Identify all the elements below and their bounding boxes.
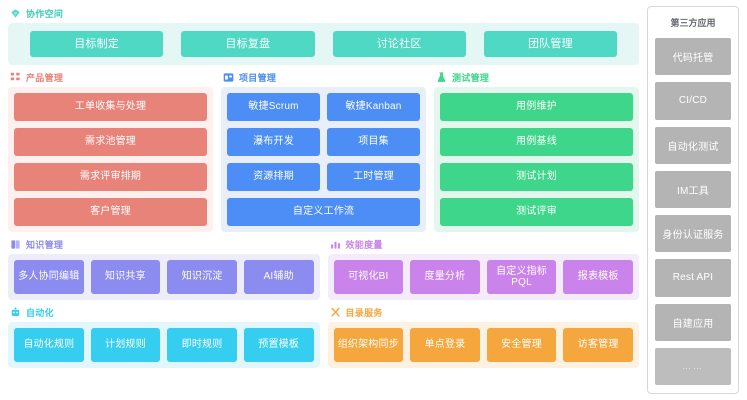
section-collaboration: 协作空间 目标制定 目标复盘 讨论社区 团队管理 bbox=[8, 6, 639, 65]
tile-collaboration-0[interactable]: 目标制定 bbox=[30, 31, 164, 57]
section-title-directory: 目录服务 bbox=[345, 307, 383, 318]
sidebar-third-party-apps: 第三方应用 代码托管 CI/CD 自动化测试 IM工具 身份认证服务 Rest … bbox=[647, 6, 739, 394]
section-header-test: 测试管理 bbox=[434, 70, 639, 84]
tile-knowledge-2[interactable]: 知识沉淀 bbox=[167, 260, 237, 294]
tile-knowledge-0[interactable]: 多人协同编辑 bbox=[14, 260, 84, 294]
tile-metrics-3[interactable]: 报表模板 bbox=[563, 260, 633, 294]
section-automation: 自动化 自动化规则 计划规则 即时规则 预置模板 bbox=[8, 305, 320, 368]
panel-metrics: 可视化BI 度量分析 自定义指标PQL 报表模板 bbox=[327, 254, 639, 300]
section-title-knowledge: 知识管理 bbox=[26, 239, 64, 250]
sidebar-item-rest-api[interactable]: Rest API bbox=[655, 259, 731, 297]
section-metrics: 效能度量 可视化BI 度量分析 自定义指标PQL 报表模板 bbox=[327, 237, 640, 300]
section-test: 测试管理 用例维护 用例基线 测试计划 测试评审 bbox=[434, 70, 639, 232]
section-title-collaboration: 协作空间 bbox=[26, 8, 64, 19]
tile-collaboration-3[interactable]: 团队管理 bbox=[483, 31, 617, 57]
flask-icon bbox=[436, 71, 447, 83]
knowledge-row: 多人协同编辑 知识共享 知识沉淀 AI辅助 bbox=[14, 260, 314, 294]
directory-row: 组织架构同步 单点登录 安全管理 访客管理 bbox=[333, 328, 633, 362]
section-title-product: 产品管理 bbox=[26, 72, 64, 83]
tile-test-1[interactable]: 用例基线 bbox=[440, 128, 633, 156]
section-title-automation: 自动化 bbox=[26, 307, 54, 318]
diamond-icon bbox=[10, 8, 21, 19]
bottom-row-2: 自动化 自动化规则 计划规则 即时规则 预置模板 bbox=[8, 305, 639, 368]
mid-row: 产品管理 工单收集与处理 需求池管理 需求评审排期 客户管理 bbox=[8, 70, 639, 232]
sidebar-item-custom-apps[interactable]: 自建应用 bbox=[655, 303, 731, 341]
panel-knowledge: 多人协同编辑 知识共享 知识沉淀 AI辅助 bbox=[8, 254, 320, 300]
section-knowledge: 知识管理 多人协同编辑 知识共享 知识沉淀 AI辅助 bbox=[8, 237, 320, 300]
panel-automation: 自动化规则 计划规则 即时规则 预置模板 bbox=[8, 322, 320, 368]
tile-project-3[interactable]: 项目集 bbox=[327, 128, 420, 156]
tile-project-0[interactable]: 敏捷Scrum bbox=[227, 93, 320, 121]
section-title-project: 项目管理 bbox=[239, 72, 277, 83]
section-header-automation: 自动化 bbox=[8, 305, 320, 319]
tile-directory-1[interactable]: 单点登录 bbox=[410, 328, 480, 362]
tile-collaboration-2[interactable]: 讨论社区 bbox=[332, 31, 466, 57]
tile-project-1[interactable]: 敏捷Kanban bbox=[327, 93, 420, 121]
panel-directory: 组织架构同步 单点登录 安全管理 访客管理 bbox=[327, 322, 639, 368]
tile-product-0[interactable]: 工单收集与处理 bbox=[14, 93, 207, 121]
tile-directory-2[interactable]: 安全管理 bbox=[486, 328, 557, 362]
section-product: 产品管理 工单收集与处理 需求池管理 需求评审排期 客户管理 bbox=[8, 70, 213, 232]
sidebar-item-im-tools[interactable]: IM工具 bbox=[655, 170, 731, 208]
tile-directory-0[interactable]: 组织架构同步 bbox=[333, 328, 404, 362]
panel-product: 工单收集与处理 需求池管理 需求评审排期 客户管理 bbox=[8, 87, 213, 232]
section-header-knowledge: 知识管理 bbox=[8, 237, 320, 251]
sidebar-item-more[interactable]: …… bbox=[655, 347, 731, 385]
tile-collaboration-1[interactable]: 目标复盘 bbox=[181, 31, 315, 57]
tile-project-4[interactable]: 资源排期 bbox=[227, 163, 320, 191]
tile-product-2[interactable]: 需求评审排期 bbox=[14, 163, 207, 191]
bottom-row-1: 知识管理 多人协同编辑 知识共享 知识沉淀 AI辅助 bbox=[8, 237, 639, 300]
main-content: 协作空间 目标制定 目标复盘 讨论社区 团队管理 bbox=[8, 6, 639, 394]
section-header-directory: 目录服务 bbox=[328, 305, 640, 319]
board-icon bbox=[223, 72, 234, 83]
tile-product-3[interactable]: 客户管理 bbox=[14, 198, 207, 226]
tile-project-workflow[interactable]: 自定义工作流 bbox=[227, 198, 420, 226]
section-header-metrics: 效能度量 bbox=[328, 237, 640, 251]
tile-metrics-1[interactable]: 度量分析 bbox=[410, 260, 480, 294]
tile-project-5[interactable]: 工时管理 bbox=[327, 163, 420, 191]
panel-test: 用例维护 用例基线 测试计划 测试评审 bbox=[434, 87, 639, 232]
robot-icon bbox=[10, 306, 21, 318]
automation-row: 自动化规则 计划规则 即时规则 预置模板 bbox=[14, 328, 314, 362]
sidebar-item-code-hosting[interactable]: 代码托管 bbox=[655, 38, 731, 76]
bar-chart-icon bbox=[330, 239, 341, 250]
sidebar-item-cicd[interactable]: CI/CD bbox=[655, 82, 731, 120]
tile-test-3[interactable]: 测试评审 bbox=[440, 198, 633, 226]
panel-collaboration: 目标制定 目标复盘 讨论社区 团队管理 bbox=[8, 23, 639, 65]
tile-automation-3[interactable]: 预置模板 bbox=[243, 328, 314, 362]
tile-project-2[interactable]: 瀑布开发 bbox=[227, 128, 320, 156]
sidebar-item-identity-auth[interactable]: 身份认证服务 bbox=[655, 215, 731, 253]
section-header-collaboration: 协作空间 bbox=[8, 6, 639, 20]
section-title-metrics: 效能度量 bbox=[345, 239, 383, 250]
sidebar-item-automated-testing[interactable]: 自动化测试 bbox=[655, 126, 731, 164]
tile-test-0[interactable]: 用例维护 bbox=[440, 93, 633, 121]
tile-directory-3[interactable]: 访客管理 bbox=[563, 328, 633, 362]
scissors-icon bbox=[330, 307, 341, 318]
grid-dots-icon bbox=[10, 72, 21, 83]
tile-automation-0[interactable]: 自动化规则 bbox=[14, 328, 84, 362]
project-grid: 敏捷Scrum 敏捷Kanban 瀑布开发 项目集 资源排期 工时管理 自定义工… bbox=[227, 93, 420, 226]
tile-knowledge-1[interactable]: 知识共享 bbox=[90, 260, 161, 294]
book-icon bbox=[10, 239, 21, 250]
tile-knowledge-3[interactable]: AI辅助 bbox=[243, 260, 314, 294]
section-header-product: 产品管理 bbox=[8, 70, 213, 84]
tile-metrics-0[interactable]: 可视化BI bbox=[333, 260, 404, 294]
sidebar-title: 第三方应用 bbox=[670, 18, 716, 28]
section-project: 项目管理 敏捷Scrum 敏捷Kanban 瀑布开发 项目集 资源排期 工时管理… bbox=[221, 70, 426, 232]
tile-automation-2[interactable]: 即时规则 bbox=[167, 328, 237, 362]
tile-automation-1[interactable]: 计划规则 bbox=[90, 328, 161, 362]
tile-test-2[interactable]: 测试计划 bbox=[440, 163, 633, 191]
tile-product-1[interactable]: 需求池管理 bbox=[14, 128, 207, 156]
section-header-project: 项目管理 bbox=[221, 70, 426, 84]
tile-metrics-2[interactable]: 自定义指标PQL bbox=[486, 260, 557, 294]
panel-project: 敏捷Scrum 敏捷Kanban 瀑布开发 项目集 资源排期 工时管理 自定义工… bbox=[221, 87, 426, 232]
section-directory: 目录服务 组织架构同步 单点登录 安全管理 访客管理 bbox=[327, 305, 640, 368]
section-title-test: 测试管理 bbox=[452, 72, 490, 83]
metrics-row: 可视化BI 度量分析 自定义指标PQL 报表模板 bbox=[333, 260, 633, 294]
